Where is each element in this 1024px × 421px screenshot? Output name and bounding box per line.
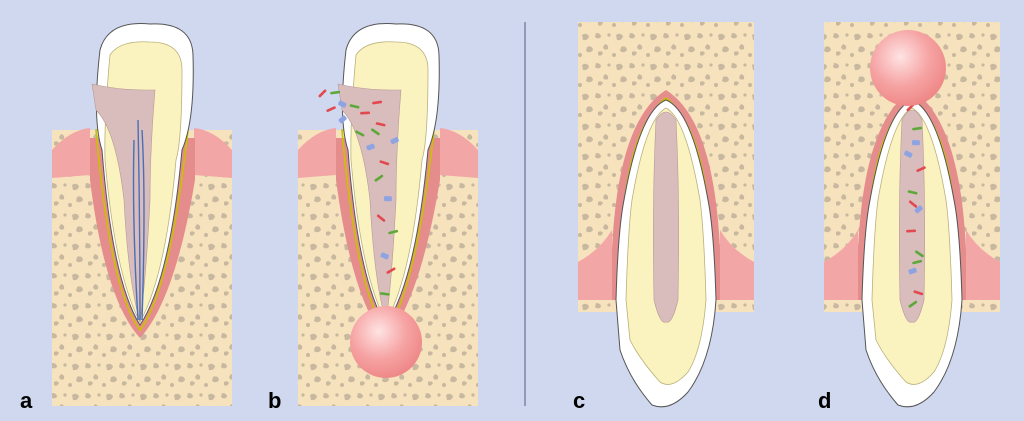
bacterium <box>380 252 389 260</box>
bacterium <box>338 100 347 108</box>
infected-pulp <box>337 83 402 323</box>
abscess <box>870 30 946 106</box>
gum-left <box>298 128 336 178</box>
bacterium <box>376 214 386 222</box>
gum-left <box>52 128 90 178</box>
panel-label-d: d <box>818 388 831 413</box>
bacterium <box>388 229 399 235</box>
gum-right <box>194 128 232 178</box>
bacterium <box>360 111 371 115</box>
gum-left <box>578 230 612 300</box>
lamina-line <box>95 129 189 332</box>
gum-right <box>440 128 478 178</box>
panel-a: a <box>20 23 232 413</box>
nerve-fibers <box>132 119 145 321</box>
bacterium <box>366 143 375 151</box>
bacterium <box>911 140 920 146</box>
bacterium <box>379 160 390 166</box>
pulp-canal <box>653 111 679 323</box>
bacterium <box>907 190 918 195</box>
bacterium <box>904 150 913 158</box>
bacterium <box>912 126 923 131</box>
bacterium <box>908 267 917 275</box>
panel-d: d <box>818 22 1000 413</box>
bacterium <box>326 106 336 112</box>
bacterium <box>374 174 384 182</box>
panel-c: c <box>573 22 754 413</box>
infected-pulp-canal <box>899 109 925 323</box>
bacterium <box>318 89 327 98</box>
gum-left <box>824 230 858 300</box>
panel-b: b <box>268 23 478 413</box>
bacteria-cluster <box>318 89 399 315</box>
bacterium <box>372 100 383 105</box>
bacterium <box>913 290 924 296</box>
bacterium <box>916 166 926 172</box>
bacterium <box>912 259 923 265</box>
bacterium <box>914 205 923 214</box>
bacterium <box>908 300 918 308</box>
gum-right <box>966 230 1000 300</box>
bacterium <box>379 292 390 296</box>
bacterium <box>330 90 341 95</box>
panel-label-c: c <box>573 388 585 413</box>
bacterium <box>390 137 399 145</box>
bacterium <box>355 130 365 137</box>
bacterium <box>915 250 924 258</box>
bacterium <box>375 122 386 127</box>
panel-label-b: b <box>268 388 281 413</box>
bacterium <box>338 115 347 124</box>
bacterium <box>906 229 917 233</box>
bacteria-cluster <box>904 103 926 308</box>
abscess <box>350 306 422 378</box>
bacterium <box>383 196 392 202</box>
bacterium <box>349 104 360 109</box>
gum-right <box>720 230 754 300</box>
panel-label-a: a <box>20 388 33 413</box>
bacterium <box>371 128 380 136</box>
bacterium <box>908 200 918 208</box>
bacterium <box>386 267 396 274</box>
